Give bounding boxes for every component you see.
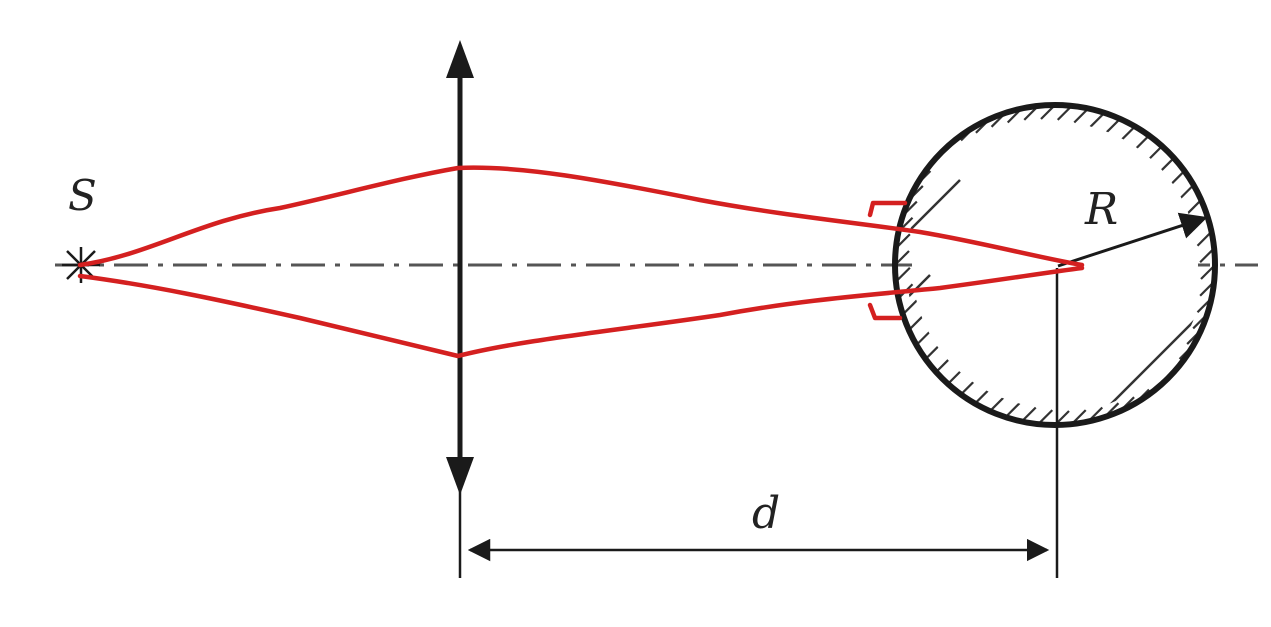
source-label: S: [68, 171, 97, 220]
distance-label: d: [752, 488, 780, 539]
hatch-line: [1200, 250, 1215, 280]
ray-paths: [77, 165, 1085, 359]
radius-label: R: [1084, 184, 1118, 235]
upper-bracket-mark: [867, 200, 908, 218]
mirror-sphere: [892, 102, 1218, 428]
upper-ray: [77, 165, 1085, 268]
hatch-line: [1040, 410, 1070, 425]
lower-ray: [77, 265, 1085, 359]
distance-dimension: [458, 268, 1059, 578]
radius-arrow: [1057, 212, 1208, 268]
hatch-line: [895, 250, 910, 280]
hatch-line: [1040, 105, 1070, 120]
lens-top-arrow-icon: [446, 40, 474, 78]
lower-bracket-mark: [867, 302, 903, 321]
converging-lens: [446, 40, 474, 495]
